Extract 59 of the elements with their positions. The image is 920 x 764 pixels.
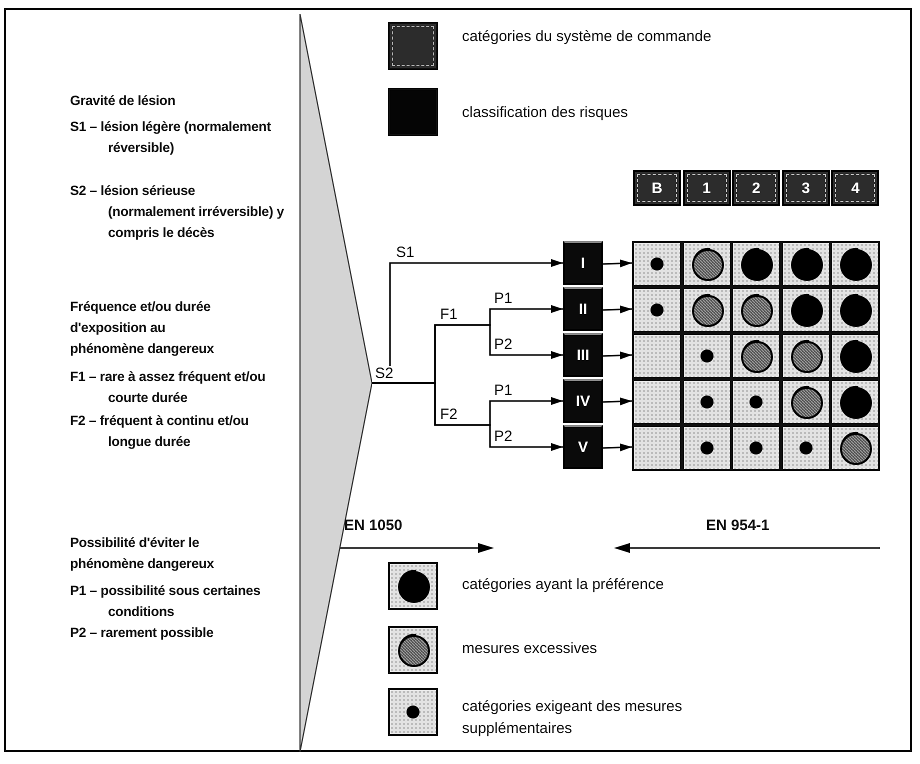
matrix-cell (632, 333, 682, 379)
matrix-cell (731, 241, 782, 287)
standard-label: EN 1050 (344, 517, 402, 534)
heading-text: Fréquence et/ou durée d'exposition au phénomène dangereux (70, 298, 215, 358)
matrix-cell (731, 425, 782, 471)
definition-text: P1 – possibilité sous certaines conditions (70, 582, 262, 621)
legend-text: catégories ayant la préférence (462, 575, 665, 595)
risk-class-box: III (563, 333, 603, 377)
category-box: 4 (831, 170, 880, 206)
heading-text: Gravité de lésion (70, 92, 176, 110)
risk-class-box: I (563, 241, 603, 285)
category-box: 2 (732, 170, 780, 206)
wedge-shape (298, 14, 372, 752)
risk-class-box: V (563, 425, 603, 469)
definition-text: S2 – lésion sérieuse (normalement irréversible) y compris le décès (70, 182, 284, 242)
matrix-cell (731, 287, 782, 333)
matrix-cell (632, 241, 682, 287)
matrix-cell (632, 425, 682, 471)
matrix-cell (682, 379, 732, 425)
arrow (602, 305, 632, 314)
matrix-cell (780, 333, 831, 379)
definition-text: S1 – lésion légère (normalement réversible) (70, 118, 272, 157)
matrix-cell (632, 379, 682, 425)
arrow (602, 397, 632, 406)
definition-text: F2 – fréquent à continu et/ou longue durée (70, 412, 250, 451)
matrix-cell (731, 333, 782, 379)
matrix-cell (780, 425, 831, 471)
arrow (372, 382, 563, 451)
matrix-cell (830, 241, 880, 287)
matrix-cell (830, 287, 880, 333)
matrix-cell (830, 379, 880, 425)
category-box: 1 (682, 170, 731, 206)
matrix-cell (682, 425, 732, 471)
branch-label: S2 (374, 366, 394, 382)
legend-text: catégories du système de commande (462, 27, 712, 47)
matrix-cell (830, 425, 880, 471)
definition-text: P2 – rarement possible (70, 624, 214, 642)
legend-text: mesures excessives (462, 639, 598, 659)
risk-class-box: IV (563, 379, 603, 423)
matrix-cell (731, 379, 782, 425)
matrix-cell (780, 379, 831, 425)
matrix-cell (682, 333, 732, 379)
matrix-cell (780, 287, 831, 333)
matrix-cell (830, 333, 880, 379)
matrix-cell (632, 287, 682, 333)
heading-text: Possibilité d'éviter le phénomène dangereux (70, 534, 215, 573)
risk-class-box: II (563, 287, 603, 331)
category-box: B (633, 170, 681, 206)
matrix-cell (682, 287, 732, 333)
legend-text: classification des risques (462, 103, 629, 123)
matrix-cell (682, 241, 732, 287)
arrow (602, 259, 632, 268)
arrow (602, 443, 632, 452)
matrix-cell (780, 241, 831, 287)
legend-text: catégories exigeant des mesures supplémentaires (462, 697, 684, 739)
definition-text: F1 – rare à assez fréquent et/ou courte durée (70, 368, 266, 407)
arrow (602, 351, 632, 360)
category-box: 3 (782, 170, 830, 206)
standard-label: EN 954-1 (706, 517, 770, 534)
